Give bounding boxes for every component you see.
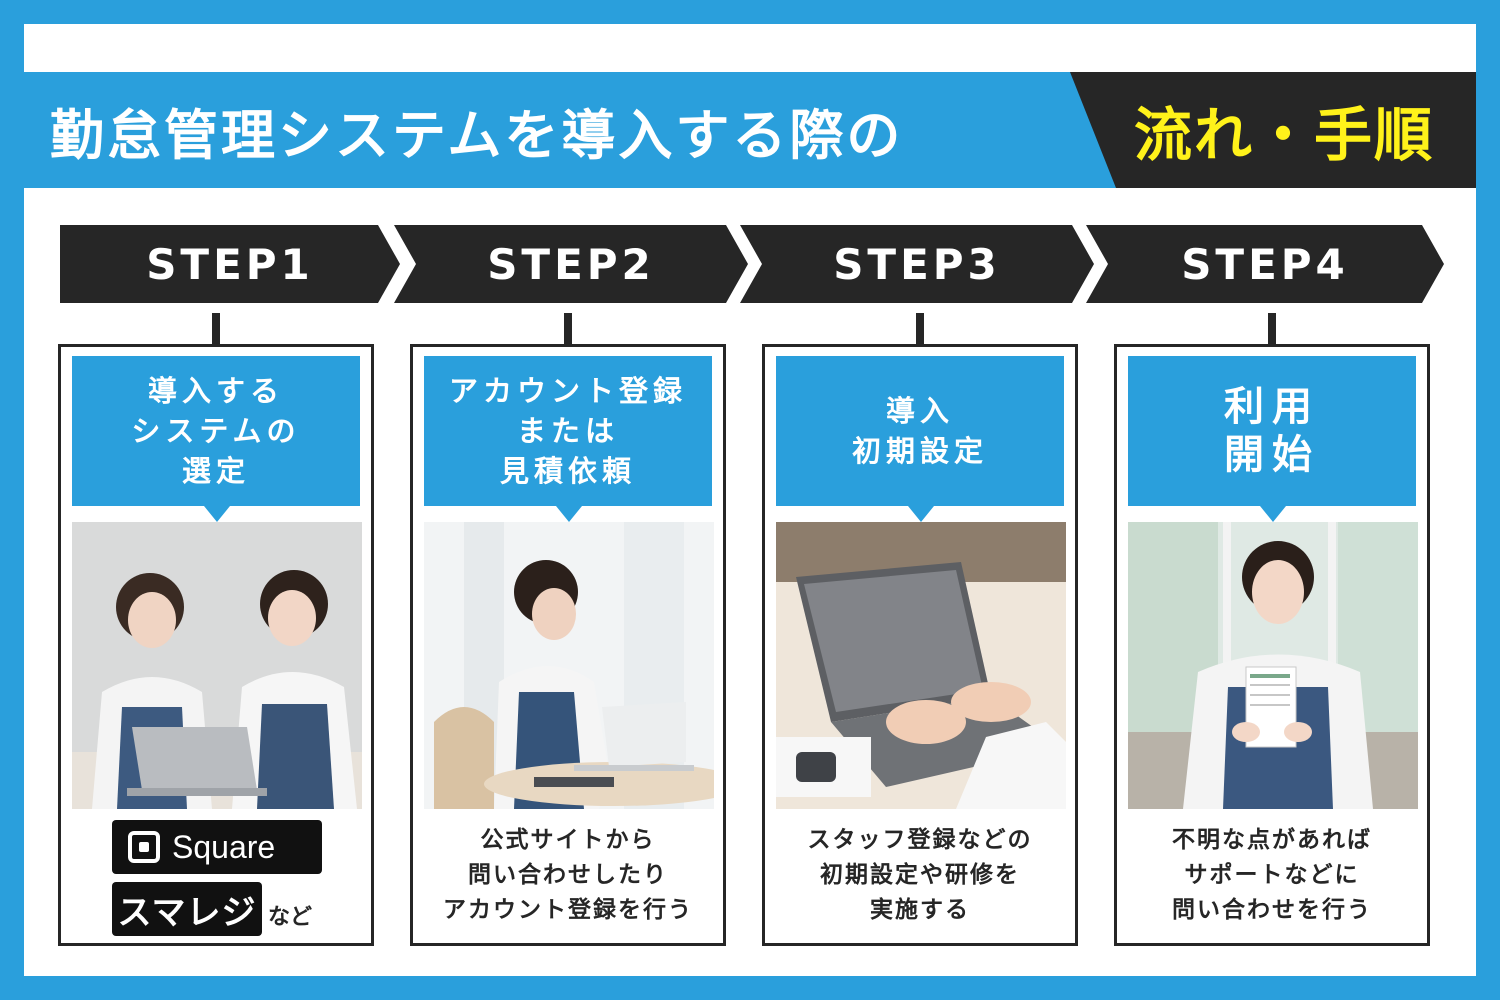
step-1-heading-line: 導入する [147,374,284,408]
step-3-description-line: 初期設定や研修を [820,862,1020,888]
step-4-description-line: サポートなどに [1184,862,1360,888]
logo-etc-label: など [268,905,313,930]
step-1-photo [72,522,362,809]
step-3-pointer [908,506,934,522]
step-3-description-line: スタッフ登録などの [807,827,1033,853]
step-1-heading: 導入する システムの 選定 [72,356,360,506]
step-1-connector [212,313,220,345]
step-1-heading-line: システムの [131,414,301,448]
step-2-description-line: 問い合わせしたり [468,862,668,888]
step-4-heading-line: 利用 [1224,384,1320,430]
title-banner: 勤怠管理システムを導入する際の 流れ・手順 [24,72,1476,188]
step-4-photo [1128,522,1418,809]
smaregi-logo: スマレジ [112,882,262,936]
step-4-description-line: 問い合わせを行う [1172,897,1372,923]
step-4-heading-line: 開始 [1224,432,1320,478]
step-2-connector [564,313,572,345]
square-logo: Square [112,820,322,874]
step-4-label: STEP4 [1086,225,1444,303]
step-2-heading-line: または [516,414,619,448]
step-3-connector [916,313,924,345]
step-1-label: STEP1 [60,225,400,303]
step-2-description: 公式サイトから 問い合わせしたり アカウント登録を行う [413,823,723,928]
step-2-heading-line: 見積依頼 [499,454,636,488]
step-3-heading-line: 初期設定 [851,434,988,468]
step-2-description-line: 公式サイトから [480,827,656,853]
step-2-pointer [556,506,582,522]
step-3-label: STEP3 [740,225,1094,303]
title-accent: 流れ・手順 [1134,101,1435,169]
square-logo-text: Square [172,828,276,865]
step-1-card: 導入する システムの 選定 [58,344,374,946]
step-3-heading: 導入 初期設定 [776,356,1064,506]
step-1-heading-line: 選定 [181,454,250,488]
step-4-card: 利用 開始 [1114,344,1430,946]
step-3-description-line: 実施する [870,897,970,923]
square-logo-icon [128,831,160,863]
step-2-photo [424,522,714,809]
step-4-connector [1268,313,1276,345]
title-accent-background [1070,72,1476,188]
step-2-heading: アカウント登録 または 見積依頼 [424,356,712,506]
step-4-description: 不明な点があれば サポートなどに 問い合わせを行う [1117,823,1427,928]
step-2-description-line: アカウント登録を行う [443,897,693,923]
step-3-description: スタッフ登録などの 初期設定や研修を 実施する [765,823,1075,928]
title-main: 勤怠管理システムを導入する際の [50,103,904,167]
step-3-photo [776,522,1066,809]
step-2-card: アカウント登録 または 見積依頼 [410,344,726,946]
step-2-heading-line: アカウント登録 [448,374,687,408]
step-3-card: 導入 初期設定 スタッフ登録 [762,344,1078,946]
step-1-pointer [204,506,230,522]
step-4-pointer [1260,506,1286,522]
infographic-canvas: 勤怠管理システムを導入する際の 流れ・手順 STEP1 STEP2 STEP3 … [24,24,1476,976]
step-3-heading-line: 導入 [885,394,954,428]
step-4-heading: 利用 開始 [1128,356,1416,506]
step-4-description-line: 不明な点があれば [1172,827,1372,853]
step-2-label: STEP2 [394,225,748,303]
